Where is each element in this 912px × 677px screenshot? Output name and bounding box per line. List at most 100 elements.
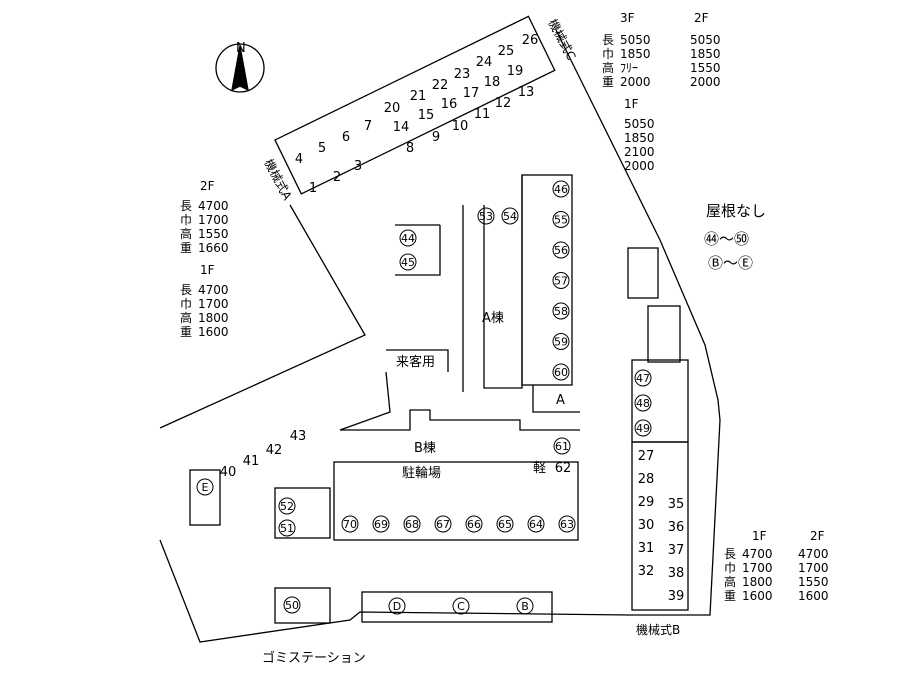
spec-key: 重 <box>602 75 614 89</box>
parking-space-23: 23 <box>454 67 471 82</box>
parking-space-57: 57 <box>554 275 568 288</box>
space-circle <box>552 180 570 198</box>
spec-key: 重 <box>724 589 736 603</box>
spec-value: 2100 <box>624 145 655 159</box>
parking-space-9: 9 <box>432 130 440 145</box>
parking-space-5: 5 <box>318 141 326 156</box>
spec-key: 重 <box>180 325 192 339</box>
parking-space-68: 68 <box>405 518 419 531</box>
space-circle <box>496 515 514 533</box>
parking-space-31: 31 <box>638 541 655 556</box>
parking-space-E: E <box>202 481 209 494</box>
spec-value: 1700 <box>798 561 829 575</box>
parking-space-39: 39 <box>668 589 685 604</box>
spec-value: 1700 <box>198 213 229 227</box>
spec-value: 1700 <box>742 561 773 575</box>
parking-space-37: 37 <box>668 543 685 558</box>
parking-space-64: 64 <box>529 518 543 531</box>
parking-space-B: B <box>521 600 529 613</box>
spec-value: 1600 <box>742 589 773 603</box>
spec-value: 1550 <box>798 575 829 589</box>
space-circle <box>465 515 483 533</box>
space-circle <box>341 515 359 533</box>
parking-space-52: 52 <box>280 500 294 513</box>
mach-c-3f-header: 3F <box>620 11 635 25</box>
roofless-range-1: ㊹～㊿ <box>704 230 749 248</box>
parking-space-3: 3 <box>354 159 362 174</box>
spec-key: 巾 <box>180 213 192 227</box>
parking-space-60: 60 <box>554 366 568 379</box>
parking-space-1: 1 <box>309 181 317 196</box>
north-arrow-icon <box>215 43 265 93</box>
parking-space-2: 2 <box>333 170 341 185</box>
spec-value: 4700 <box>742 547 773 561</box>
space-circle <box>399 229 417 247</box>
space-circle <box>388 597 406 615</box>
parking-space-53: 53 <box>479 210 493 223</box>
spec-key: 長 <box>180 283 192 297</box>
space-circle <box>552 241 570 259</box>
parking-space-21: 21 <box>410 89 427 104</box>
space-circle <box>553 437 571 455</box>
parking-space-26: 26 <box>522 33 539 48</box>
spec-value: 1800 <box>198 311 229 325</box>
space-circle <box>278 519 296 537</box>
parking-space-63: 63 <box>560 518 574 531</box>
spec-key: 巾 <box>724 561 736 575</box>
parking-space-D: D <box>393 600 401 613</box>
spec-key: 長 <box>602 33 614 47</box>
parking-space-59: 59 <box>554 336 568 349</box>
parking-space-36: 36 <box>668 520 685 535</box>
spec-value: 5050 <box>624 117 655 131</box>
parking-space-58: 58 <box>554 305 568 318</box>
spec-value: 2000 <box>690 75 721 89</box>
spec-value: 2000 <box>620 75 651 89</box>
spec-key: 高 <box>602 60 614 75</box>
mach-b-2f-header: 2F <box>810 529 825 543</box>
roofless-title: 屋根なし <box>706 202 766 220</box>
parking-space-14: 14 <box>393 120 410 135</box>
mach-c-1f-header: 1F <box>624 97 639 111</box>
space-circle <box>452 597 470 615</box>
parking-space-61: 61 <box>555 440 569 453</box>
spec-key: 巾 <box>602 47 614 61</box>
parking-spaces: 2021222324252614151617181913121110981234… <box>196 33 685 615</box>
spec-key: 重 <box>180 241 192 255</box>
spec-value: 1850 <box>690 47 721 61</box>
parking-space-65: 65 <box>498 518 512 531</box>
guest-label: 来客用 <box>396 354 435 370</box>
parking-space-27: 27 <box>638 449 655 464</box>
parking-space-38: 38 <box>668 566 685 581</box>
north-label: N <box>236 41 246 56</box>
parking-space-45: 45 <box>401 256 415 269</box>
mach-c-label: 機械式C <box>545 16 579 62</box>
space-circle <box>552 302 570 320</box>
parking-space-15: 15 <box>418 108 435 123</box>
parking-space-17: 17 <box>463 86 480 101</box>
spec-value: 5050 <box>620 33 651 47</box>
spec-key: 高 <box>724 574 736 589</box>
roofless-range-2: Ⓑ～Ⓔ <box>708 254 753 272</box>
parking-space-54: 54 <box>503 210 517 223</box>
spec-value: 5050 <box>690 33 721 47</box>
parking-space-28: 28 <box>638 472 655 487</box>
bike-parking-label: 駐輪場 <box>402 465 441 481</box>
garbage-station-label: ゴミステーション <box>262 650 366 666</box>
spec-key: 高 <box>180 226 192 241</box>
parking-space-19: 19 <box>507 64 524 79</box>
spec-value: 1850 <box>624 131 655 145</box>
spec-value: 2000 <box>624 159 655 173</box>
space-circle <box>516 597 534 615</box>
space-circle <box>634 394 652 412</box>
space-circle <box>372 515 390 533</box>
space-circle <box>552 211 570 228</box>
parking-space-6: 6 <box>342 130 350 145</box>
space-circle <box>552 333 570 350</box>
parking-space-12: 12 <box>495 96 512 111</box>
parking-space-44: 44 <box>401 232 415 245</box>
space-circle <box>403 515 421 533</box>
spec-key: 高 <box>180 310 192 325</box>
mach-b-label: 機械式B <box>636 622 680 637</box>
spec-key: 長 <box>724 547 736 561</box>
